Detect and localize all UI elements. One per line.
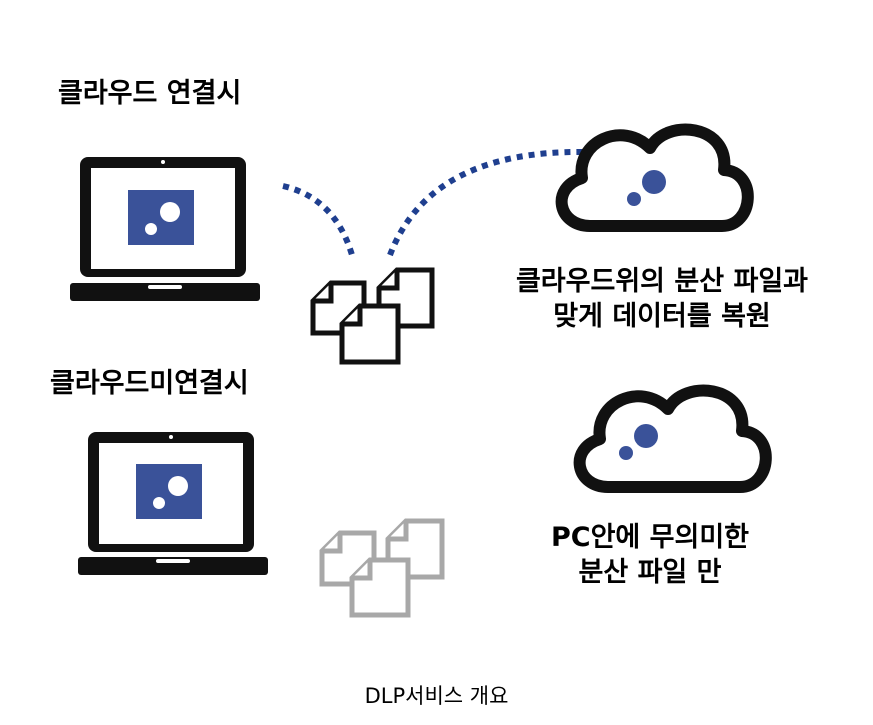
label-cloud-connected: 클라우드 연결시 bbox=[58, 78, 242, 109]
label-cloud-disconnected: 클라우드미연결시 bbox=[50, 368, 249, 399]
figure-caption: DLP서비스 개요 bbox=[364, 684, 509, 708]
fragments-line-2: 분산 파일 만 bbox=[578, 557, 722, 589]
dotted-link-right bbox=[387, 148, 586, 257]
restore-line-1: 클라우드위의 분산 파일과 bbox=[515, 266, 809, 297]
label-restore-data: 클라우드위의 분산 파일과 맞게 데이터를 복원 bbox=[482, 264, 842, 334]
laptop-connected-icon bbox=[70, 157, 260, 301]
dotted-link-left bbox=[282, 183, 355, 256]
label-meaningless-fragments: PC안에 무의미한 분산 파일 만 bbox=[500, 520, 800, 590]
laptop-disconnected-icon bbox=[78, 432, 268, 575]
fragments-line-1: PC안에 무의미한 bbox=[550, 522, 750, 553]
restore-line-2: 맞게 데이터를 복원 bbox=[553, 301, 771, 333]
cloud-connected-icon bbox=[555, 123, 754, 232]
file-fragments-faded-icon bbox=[319, 518, 445, 618]
cloud-disconnected-icon bbox=[573, 384, 772, 493]
file-fragments-icon bbox=[310, 267, 435, 365]
